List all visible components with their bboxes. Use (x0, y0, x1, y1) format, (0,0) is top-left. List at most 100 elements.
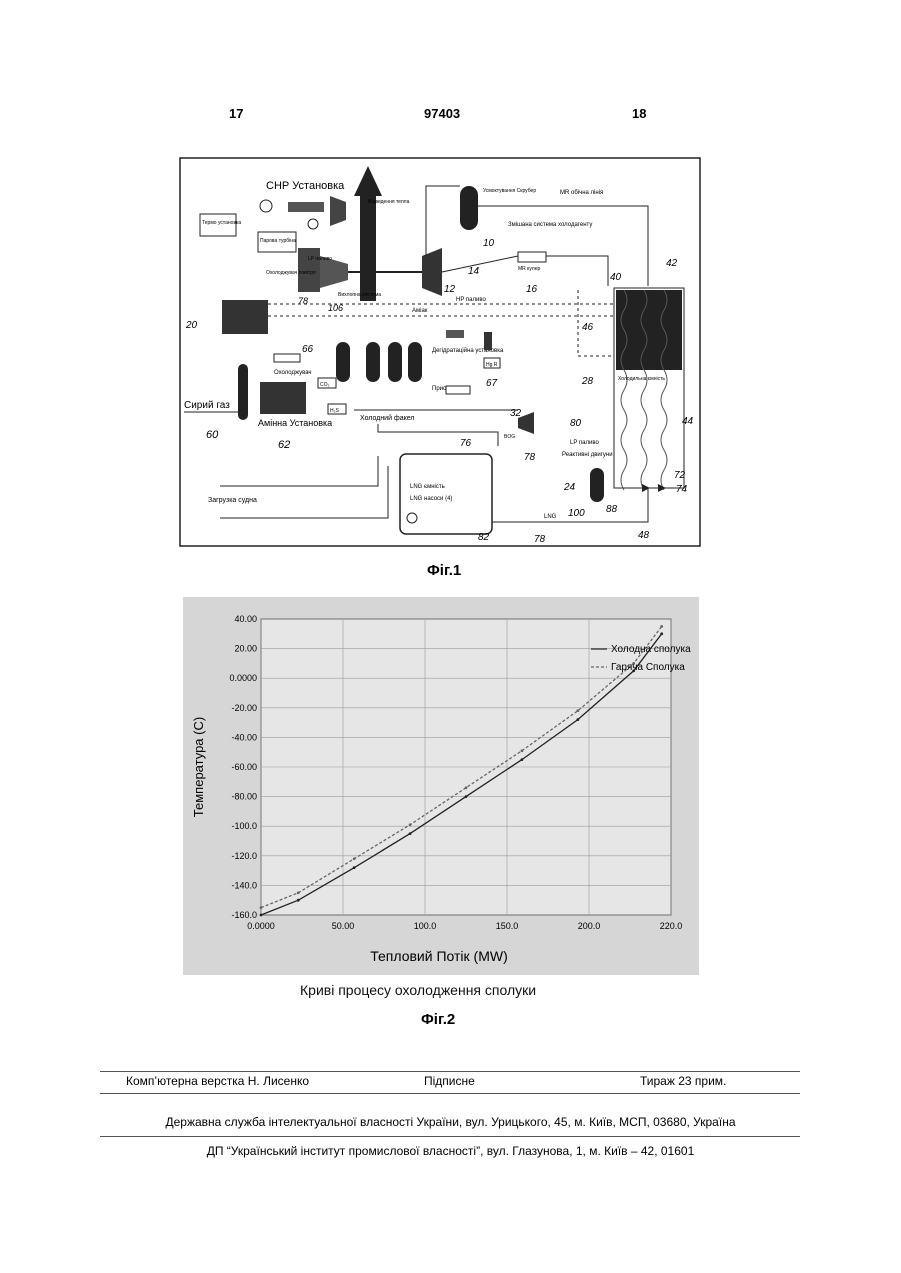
series-point-0 (521, 758, 524, 761)
ref-32: 32 (510, 408, 522, 419)
mr-cooler-label: МR кулер (518, 266, 540, 272)
lng-pipe-label: LNG (544, 514, 557, 520)
footer-institute: ДП “Український інститут промислової вла… (0, 1144, 901, 1158)
amine-unit-label: Амінна Установка (258, 418, 332, 428)
ref-60: 60 (206, 429, 219, 441)
ship-loading-label: Загрузка судна (208, 497, 257, 504)
mr-line-label: МR обічна лінія (560, 190, 603, 196)
ref-40: 40 (610, 272, 622, 283)
ref-24: 24 (563, 482, 576, 493)
scrubber-label: Усмоктування Скрубер (483, 188, 536, 194)
series-point-0 (297, 899, 300, 902)
figure-1-schematic: СНР Установка Відведення тепла Термо уст… (178, 156, 702, 548)
footer-rule-top (100, 1071, 800, 1072)
ref-42: 42 (666, 258, 678, 269)
legend-hot: Гаряча Сполука (611, 662, 685, 673)
x-tick-label: 220.0 (660, 921, 683, 931)
ref-46: 46 (582, 322, 594, 333)
footer-rule-middle (100, 1093, 800, 1094)
ref-72: 72 (674, 470, 686, 481)
y-tick-label: -160.0 (231, 910, 257, 920)
y-tick-label: 0.0000 (229, 673, 257, 683)
ref-48: 48 (638, 530, 650, 541)
y-tick-label: 20.00 (234, 644, 257, 654)
series-point-0 (465, 795, 468, 798)
hp-fuel-label: HP паливо (456, 297, 486, 303)
refrigerant-label: Змішана система холодагенту (508, 222, 592, 228)
ref-86: 88 (606, 504, 618, 515)
cold-flare-label: Холодний факел (360, 414, 415, 422)
series-point-1 (660, 625, 663, 628)
ref-74: 74 (676, 484, 688, 495)
ref-66: 66 (302, 344, 314, 355)
ref-76: 82 (478, 532, 490, 543)
figure-2-chart: 40.00 20.00 0.0000 -20.00 -40.00 -60.00 -80.00… (183, 597, 699, 975)
ref-82: 80 (570, 418, 582, 429)
footer-layout: Комп’ютерна верстка Н. Лисенко (126, 1074, 309, 1088)
steam-label: Парова турбіна (260, 238, 296, 244)
cooler-label: Охолоджувач (274, 370, 312, 376)
ref-20: 20 (185, 320, 198, 331)
y-tick-label: -20.00 (231, 703, 257, 713)
ref-16: 16 (526, 284, 538, 295)
dehydration-label: Дегідратаційна установка (432, 347, 504, 354)
ref-88: 100 (568, 508, 585, 519)
series-point-0 (576, 718, 579, 721)
footer-office: Державна служба інтелектуальної власност… (0, 1115, 901, 1129)
lng-tank-label: LNG ємність (410, 484, 445, 490)
inlet-cooler-label: Охолоджувач повітря (266, 270, 316, 276)
stack-label: Відведення тепла (368, 199, 410, 205)
x-tick-label: 150.0 (496, 921, 519, 931)
raw-gas-label: Сирий газ (184, 400, 230, 411)
series-point-1 (521, 749, 524, 752)
x-tick-label: 200.0 (578, 921, 601, 931)
y-tick-label: -40.00 (231, 732, 257, 742)
ref-62: 62 (278, 439, 290, 451)
series-point-1 (409, 823, 412, 826)
ref-78: 78 (524, 452, 536, 463)
series-point-0 (353, 866, 356, 869)
ref-14: 14 (468, 266, 480, 277)
y-tick-label: 40.00 (234, 614, 257, 624)
co2-label: CO₂ (320, 382, 330, 388)
y-axis-label: Температура (С) (191, 717, 206, 817)
engines-label: Реактивні двигуни (562, 452, 613, 458)
series-point-1 (297, 891, 300, 894)
bog-label: BOG (504, 434, 515, 440)
ref-80: 76 (460, 438, 472, 449)
figure-2-subcaption: Криві процесу охолодження сполуки (300, 982, 536, 998)
figure-2-caption: Фіг.2 (421, 1011, 455, 1028)
chp-label: СНР Установка (266, 180, 345, 192)
x-tick-label: 0.0000 (247, 921, 275, 931)
ammonia-label: Аміак (412, 308, 428, 314)
footer-circulation: Тираж 23 прим. (640, 1074, 726, 1088)
series-point-0 (260, 914, 263, 917)
page-number-left: 17 (229, 106, 243, 121)
y-tick-label: -140.0 (231, 880, 257, 890)
ref-10: 10 (483, 238, 495, 249)
document-number: 97403 (424, 106, 460, 121)
coldbox-label: Холодильна ємність (618, 376, 665, 382)
legend-cold: Холодна сполука (611, 644, 691, 655)
x-tick-label: 100.0 (414, 921, 437, 931)
exhaust-label: Вихлопна система (338, 292, 381, 298)
series-point-1 (576, 709, 579, 712)
ref-44: 44 (682, 416, 694, 427)
ref-78b: 78 (534, 534, 546, 545)
series-point-1 (260, 906, 263, 909)
footer-signed: Підписне (424, 1074, 475, 1088)
series-point-1 (465, 786, 468, 789)
y-tick-label: -80.00 (231, 792, 257, 802)
figure-1-caption: Фіг.1 (427, 562, 461, 579)
series-point-0 (409, 832, 412, 835)
x-tick-label: 50.00 (332, 921, 355, 931)
x-axis-label: Тепловий Потік (MW) (370, 948, 508, 964)
y-tick-label: -120.0 (231, 851, 257, 861)
ref-12: 12 (444, 284, 456, 295)
thermal-label: Термо установка (202, 220, 241, 226)
series-point-1 (353, 857, 356, 860)
footer-rule-bottom (100, 1136, 800, 1137)
lp-fuel-label: LP паливо (308, 256, 332, 262)
page-number-right: 18 (632, 106, 646, 121)
y-tick-label: -60.00 (231, 762, 257, 772)
